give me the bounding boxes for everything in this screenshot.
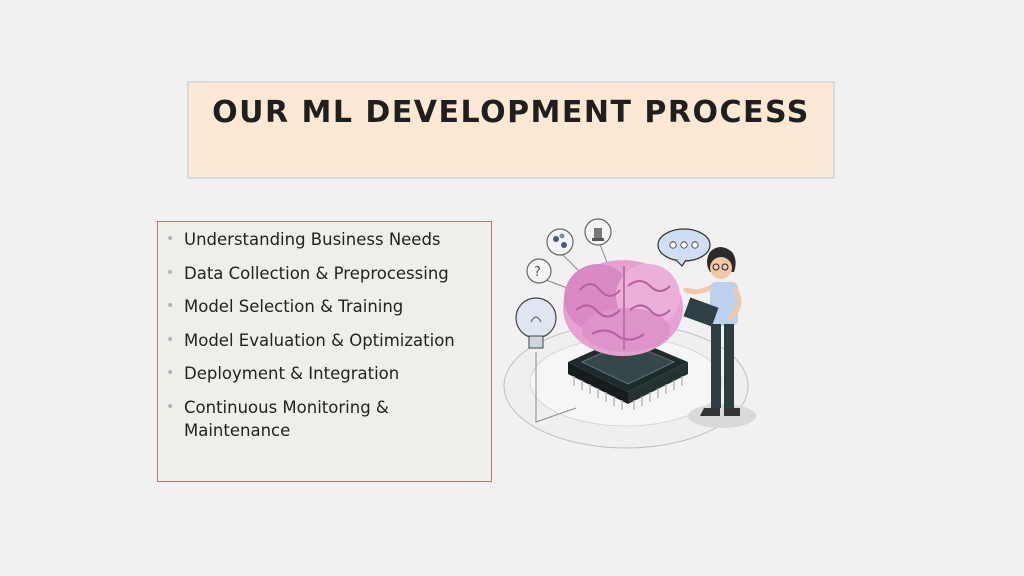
slide-title: OUR ML DEVELOPMENT PROCESS <box>212 95 810 130</box>
brain-icon <box>563 260 683 356</box>
wire-lightbulb <box>535 352 577 423</box>
list-item: • Deployment & Integration <box>166 362 483 385</box>
lightbulb-icon <box>515 297 557 349</box>
list-item: • Continuous Monitoring & Maintenance <box>166 396 483 442</box>
bullet-icon: • <box>166 398 175 415</box>
list-item-text: Data Collection & Preprocessing <box>184 263 449 283</box>
list-item: • Data Collection & Preprocessing <box>166 262 483 285</box>
process-list-box: • Understanding Business Needs • Data Co… <box>157 221 492 482</box>
bullet-icon: • <box>166 365 175 381</box>
list-item-text: Deployment & Integration <box>184 364 400 383</box>
list-item: • Understanding Business Needs <box>166 228 483 251</box>
title-box: OUR ML DEVELOPMENT PROCESS <box>187 81 835 179</box>
svg-text:?: ? <box>534 265 541 280</box>
chess-icon <box>584 218 612 246</box>
illustration-svg: ? <box>503 218 756 449</box>
speech-bubble-icon <box>657 228 711 267</box>
list-item-text: Model Evaluation & Optimization <box>184 330 455 350</box>
list-item-text: Understanding Business Needs <box>184 230 441 249</box>
bullet-icon: • <box>166 231 175 247</box>
list-item: • Model Selection & Training <box>166 295 483 318</box>
person-icon <box>683 247 742 416</box>
question-icon: ? <box>526 258 552 284</box>
brain-chip-illustration: ? <box>498 210 768 460</box>
network-icon <box>546 228 574 256</box>
bullet-icon: • <box>166 264 175 281</box>
list-item-text: Continuous Monitoring & Maintenance <box>184 397 389 440</box>
process-list: • Understanding Business Needs • Data Co… <box>166 228 483 452</box>
list-item-text: Model Selection & Training <box>184 297 404 316</box>
bullet-icon: • <box>166 298 175 314</box>
person-shadow <box>688 404 756 428</box>
list-item: • Model Evaluation & Optimization <box>166 329 483 352</box>
bullet-icon: • <box>166 331 175 348</box>
